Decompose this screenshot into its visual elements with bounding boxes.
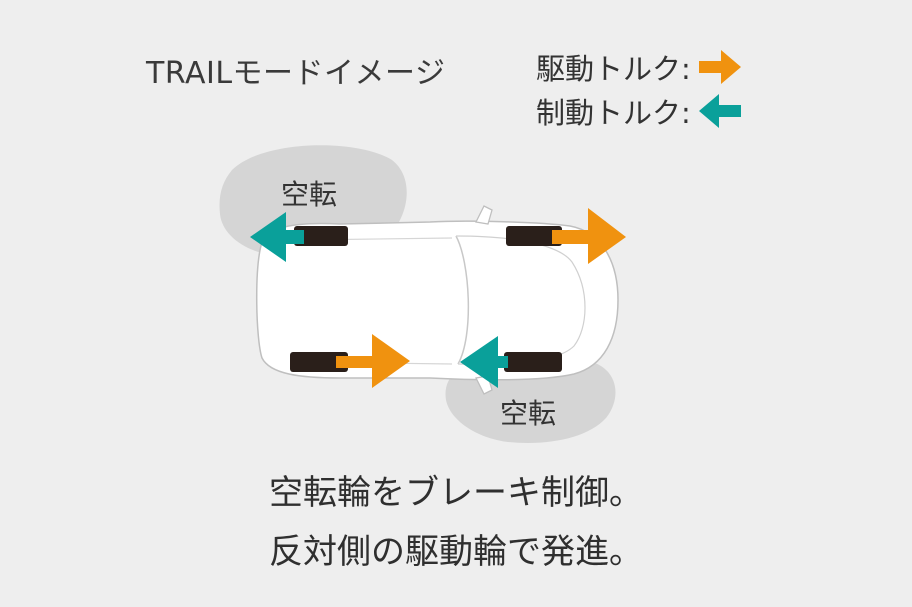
rear-right-spin-label: 空転: [500, 397, 557, 430]
legend-brake-label: 制動トルク:: [536, 96, 691, 130]
teal-left-arrow-icon: [698, 94, 741, 128]
tire-front-left: [294, 226, 348, 246]
drive-arrow-rear-left: [552, 208, 626, 264]
drive-arrow-front-right: [336, 334, 410, 388]
tire-rear-left: [506, 226, 562, 246]
caption-line-1: 空転輪をブレーキ制御。: [269, 473, 643, 513]
brake-arrow-front-left: [250, 212, 304, 262]
orange-right-arrow-icon: [698, 50, 741, 84]
car-top-view: [255, 205, 619, 395]
caption-line-2: 反対側の駆動輪で発進。: [269, 532, 643, 572]
diagram-title: TRAILモードイメージ: [146, 56, 446, 91]
brake-arrow-rear-right: [460, 336, 508, 388]
tire-front-right: [290, 352, 348, 372]
legend-drive-label: 駆動トルク:: [536, 52, 691, 86]
legend-brake-torque: 制動トルク:: [536, 90, 745, 132]
legend-drive-torque: 駆動トルク:: [536, 46, 745, 88]
tire-rear-right: [504, 352, 562, 372]
front-left-spin-label: 空転: [281, 178, 338, 211]
